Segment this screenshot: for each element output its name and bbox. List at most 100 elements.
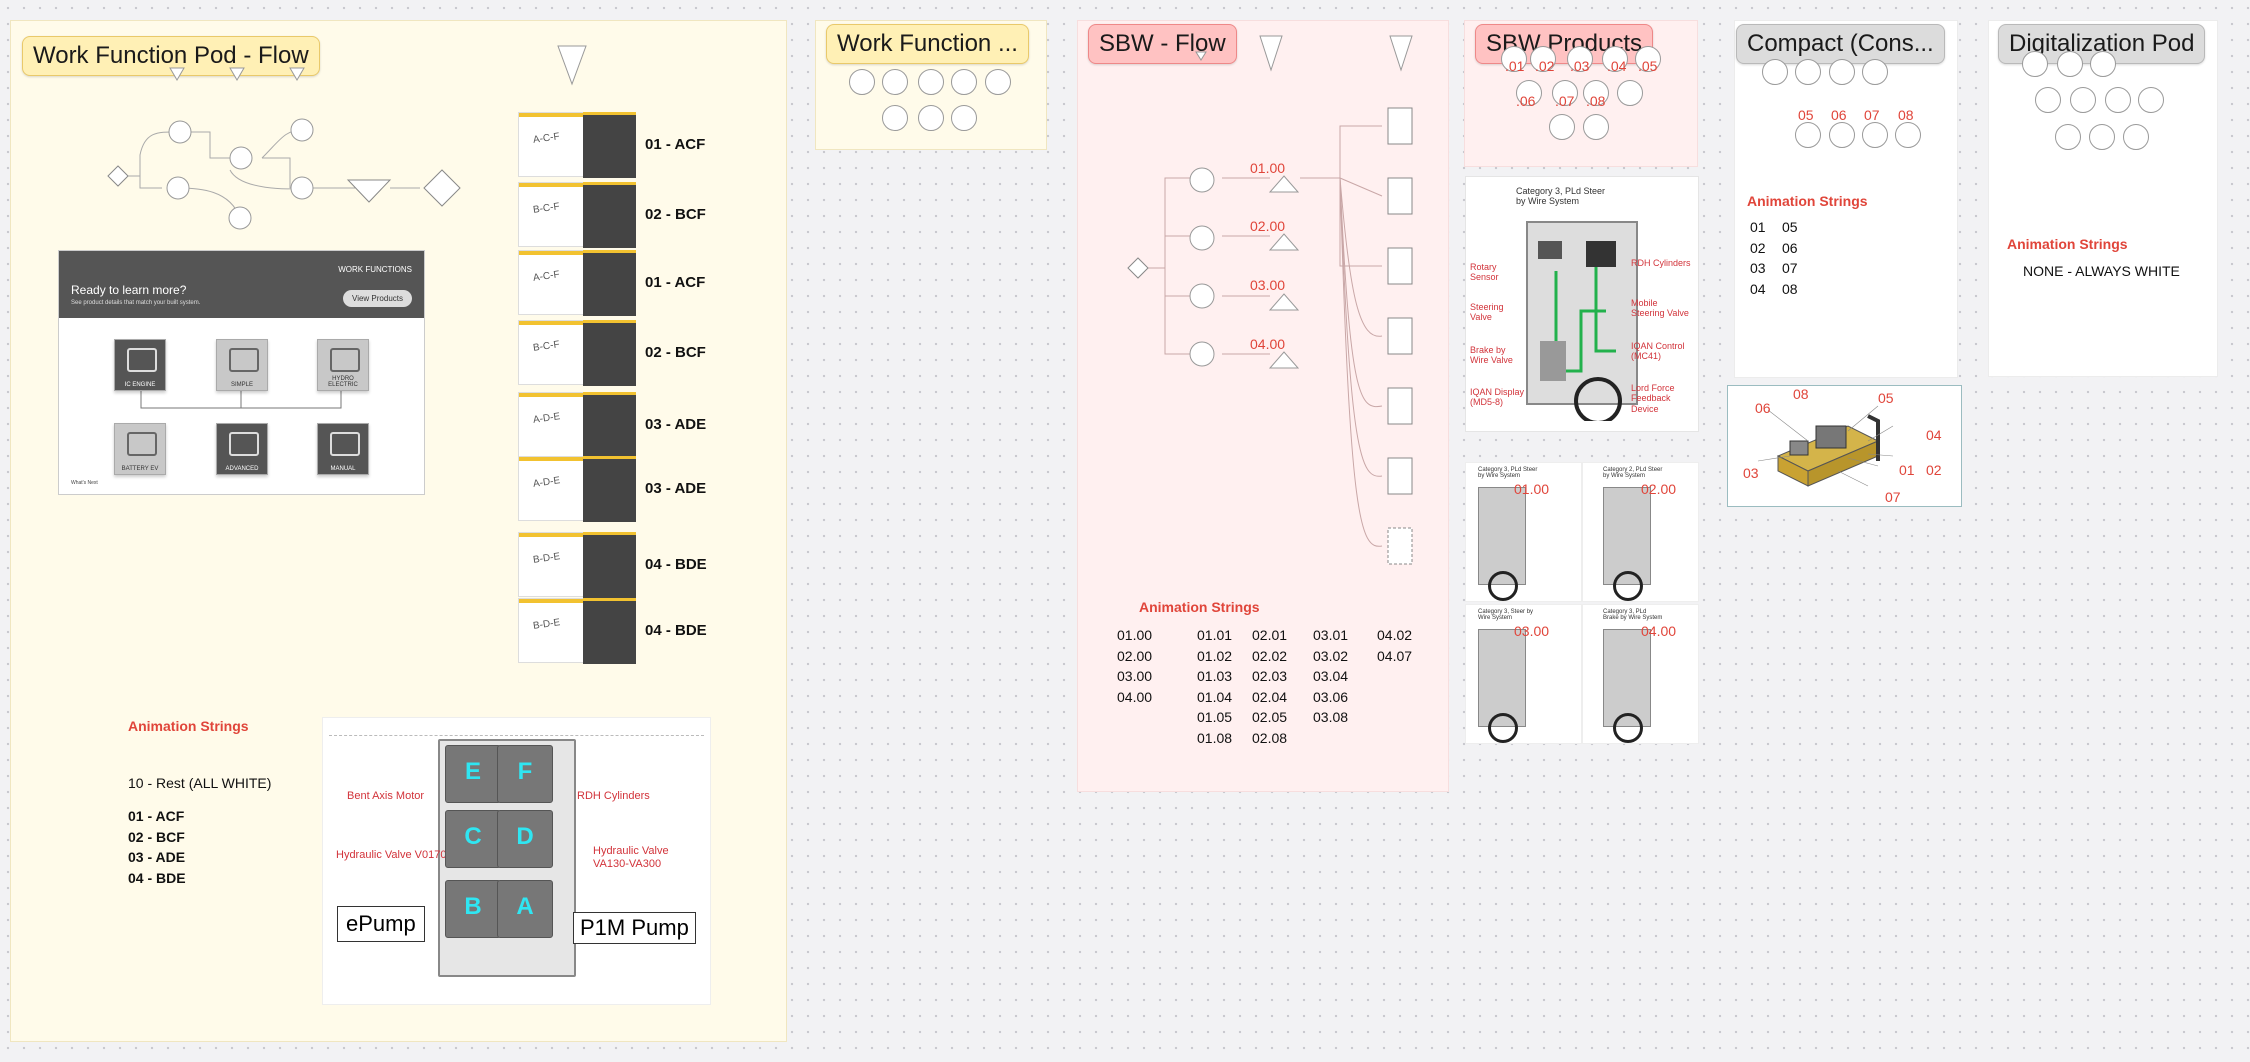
- sbw-product-code: .07: [1555, 93, 1575, 109]
- thumb-header: [519, 457, 584, 461]
- rdh-cylinders-label: RDH Cylinders: [577, 790, 650, 802]
- work-function-tile[interactable]: BATTERY EV: [114, 423, 166, 475]
- work-functions-card[interactable]: WORK FUNCTIONS Ready to learn more? See …: [58, 250, 425, 495]
- compact-anim-right: 08: [1782, 280, 1798, 297]
- view-products-button[interactable]: View Products: [343, 290, 412, 307]
- node-circle: [1583, 114, 1609, 140]
- mini-cabinet: [1603, 629, 1651, 727]
- hydraulic-valve-va130-label: Hydraulic Valve VA130-VA300: [593, 845, 669, 870]
- sbw-animation-strings-title: Animation Strings: [1139, 599, 1260, 615]
- node-circle: [1862, 59, 1888, 85]
- sequence-thumbnail[interactable]: A-D-E: [518, 392, 585, 457]
- sequence-thumbnail[interactable]: B-D-E: [518, 598, 585, 663]
- sbw-product-code: .08: [1586, 93, 1606, 109]
- bent-axis-motor-label: Bent Axis Motor: [347, 790, 425, 802]
- sbw-anim-value: 01.04: [1197, 688, 1233, 705]
- compact-row-code: 05: [1798, 107, 1814, 123]
- cabinet-module: F: [497, 745, 553, 803]
- node-circle: [1583, 80, 1609, 106]
- node-circle: [1795, 59, 1821, 85]
- sbw-flow-code: 02.00: [1250, 218, 1286, 234]
- sequence-thumbnail[interactable]: B-D-E: [518, 532, 585, 597]
- iso-code: 04: [1926, 427, 1942, 443]
- sequence-thumbnail[interactable]: B-C-F: [518, 182, 585, 247]
- work-function-tile[interactable]: HYDRO ELECTRIC: [317, 339, 369, 391]
- thumb-dark-panel: [583, 392, 636, 458]
- work-function-tile[interactable]: MANUAL: [317, 423, 369, 475]
- sbw-flow-triangles: [1195, 35, 1413, 72]
- sbw-flow-section[interactable]: [1077, 20, 1449, 792]
- sequence-thumbnail[interactable]: A-C-F: [518, 112, 585, 177]
- iso-code: 08: [1793, 386, 1809, 402]
- thumb-dark-panel: [583, 250, 636, 316]
- sequence-label: 04 - BDE: [645, 556, 707, 573]
- thumb-letters: A-C-F: [532, 269, 561, 284]
- digitalization-pod-section[interactable]: [1988, 20, 2218, 377]
- node-circle: [1552, 80, 1578, 106]
- thumb-letters: B-D-E: [532, 617, 561, 632]
- thumb-header: [519, 183, 584, 187]
- wf-animation-strings-title: Animation Strings: [128, 718, 249, 734]
- wf-anim-item: 03 - ADE: [128, 849, 186, 865]
- node-circle: [882, 69, 908, 95]
- sbw-product-code: .06: [1516, 93, 1536, 109]
- compact-row-code: 07: [1864, 107, 1880, 123]
- sbw-flow-title[interactable]: SBW - Flow: [1088, 24, 1237, 65]
- wf-anim-item: 01 - ACF: [128, 808, 185, 824]
- thumb-letters: A-D-E: [532, 411, 561, 426]
- sbw-anim-value: 01.00: [1117, 627, 1153, 643]
- sbw-flow-code: 03.00: [1250, 277, 1286, 293]
- thumb-letters: A-D-E: [532, 475, 561, 490]
- wheel-icon: [1613, 571, 1643, 601]
- compact-title[interactable]: Compact (Cons...: [1736, 24, 1945, 65]
- sequence-thumbnail[interactable]: B-C-F: [518, 320, 585, 385]
- node-circle: [849, 69, 875, 95]
- node-circle: [882, 105, 908, 131]
- node-circle: [1829, 59, 1855, 85]
- work-function-tile[interactable]: SIMPLE: [216, 339, 268, 391]
- iso-code: 05: [1878, 390, 1894, 406]
- sequence-thumbnail[interactable]: A-C-F: [518, 250, 585, 315]
- cabinet-module: C: [445, 810, 501, 868]
- hydraulic-valve-v0170-label: Hydraulic Valve V0170: [336, 849, 447, 861]
- mini-caption: Category 3, Steer by Wire System: [1478, 609, 1534, 621]
- sbw-cabinet-lines: [1538, 241, 1622, 421]
- cabinet-module: E: [445, 745, 501, 803]
- node-circle: [951, 105, 977, 131]
- sequence-thumbnail[interactable]: A-D-E: [518, 456, 585, 521]
- sbw-product-code: .05: [1638, 58, 1658, 74]
- sequence-label: 04 - BDE: [645, 622, 707, 639]
- tile-label: MANUAL: [330, 466, 356, 472]
- work-functions-banner: WORK FUNCTIONS Ready to learn more? See …: [59, 251, 424, 318]
- sbw-product-code: .02: [1535, 58, 1555, 74]
- machine-icon: [330, 432, 360, 456]
- work-function-short-title[interactable]: Work Function ...: [826, 24, 1029, 65]
- node-circle: [985, 69, 1011, 95]
- machine-icon: [229, 432, 259, 456]
- compact-anim-left: 01: [1750, 219, 1766, 235]
- thumb-dark-panel: [583, 532, 636, 598]
- cabinet-module: A: [497, 880, 553, 938]
- node-circle: [2105, 87, 2131, 113]
- node-circle: [1549, 114, 1575, 140]
- machine-icon: [127, 432, 157, 456]
- thumb-header: [519, 599, 584, 603]
- sbw-product-code: .03: [1570, 58, 1590, 74]
- wf-anim-item: 04 - BDE: [128, 869, 186, 886]
- isometric-machine: [1757, 405, 1894, 487]
- work-function-tile[interactable]: ADVANCED: [216, 423, 268, 475]
- node-circle: [1762, 59, 1788, 85]
- sbw-diagram-title: Category 3, PLd Steer by Wire System: [1516, 186, 1606, 206]
- work-function-tile[interactable]: IC ENGINE: [114, 339, 166, 391]
- node-circle: [1530, 46, 1556, 72]
- tile-label: HYDRO ELECTRIC: [328, 376, 358, 388]
- sbw-product-code: .01: [1505, 58, 1525, 74]
- epump-box: ePump: [337, 906, 425, 942]
- node-circle: [2090, 51, 2116, 77]
- machine-icon: [127, 348, 157, 372]
- mini-code: 02.00: [1641, 481, 1677, 497]
